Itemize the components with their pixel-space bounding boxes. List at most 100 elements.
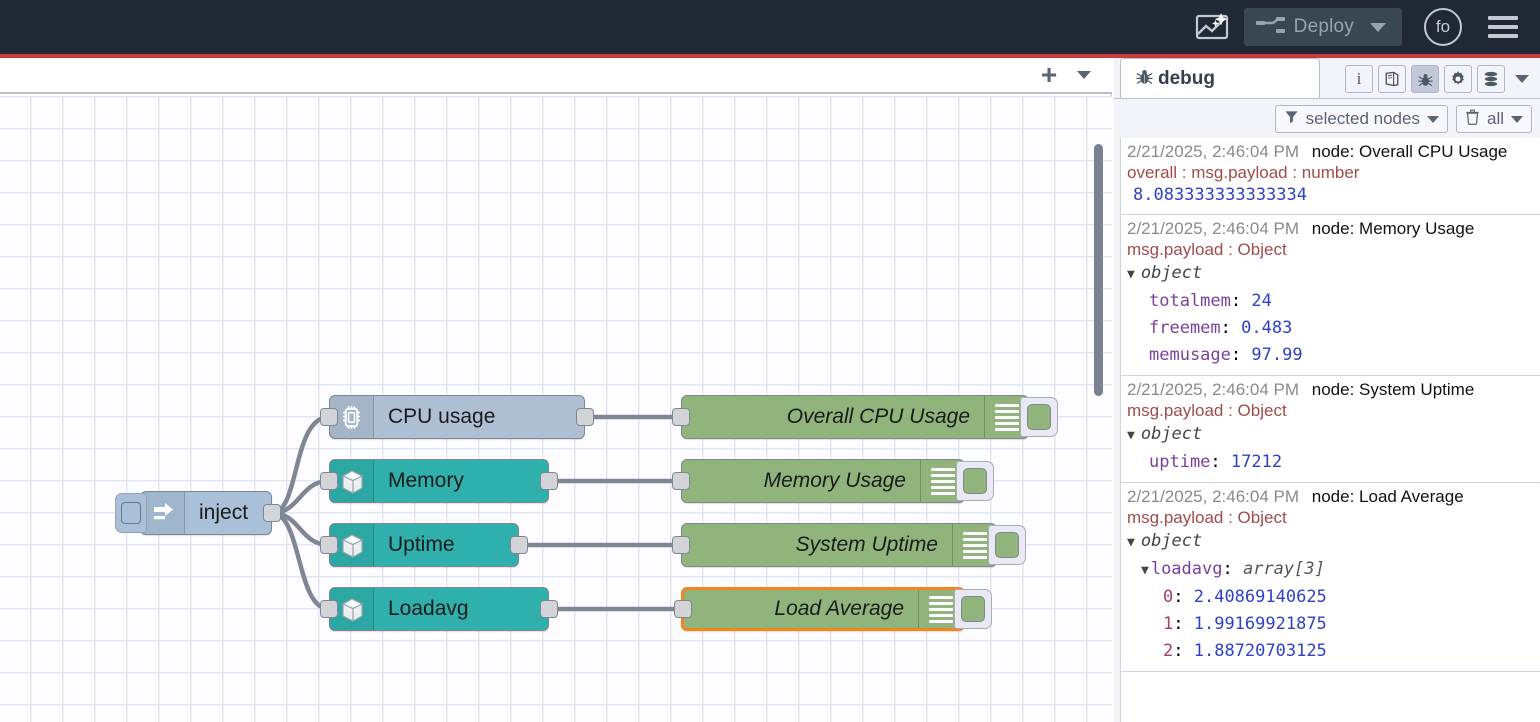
debug-message-source: node: Memory Usage	[1312, 219, 1475, 238]
flow-menu-chevron-down-icon[interactable]	[1070, 62, 1098, 88]
avatar[interactable]: fo	[1424, 8, 1462, 46]
context-stack-icon[interactable]	[1477, 65, 1505, 93]
node-label: Memory	[374, 469, 548, 493]
input-port[interactable]	[320, 472, 338, 490]
trash-icon	[1465, 109, 1480, 130]
output-port[interactable]	[510, 536, 528, 554]
chevron-down-icon[interactable]	[1370, 23, 1386, 32]
array-index: 0	[1163, 587, 1173, 607]
property-key: loadavg	[1151, 559, 1223, 579]
debug-message-header: 2/21/2025, 2:46:04 PM node: Memory Usage	[1127, 218, 1540, 239]
gear-icon[interactable]	[1444, 65, 1472, 93]
debug-message[interactable]: 2/21/2025, 2:46:04 PM node: Load Average…	[1121, 483, 1540, 672]
array-value: 2.40869140625	[1194, 587, 1327, 607]
debug-message[interactable]: 2/21/2025, 2:46:04 PM node: System Uptim…	[1121, 376, 1540, 483]
array-index: 1	[1163, 614, 1173, 634]
node-label: inject	[185, 501, 271, 525]
array-item-row: 0: 2.40869140625	[1127, 584, 1540, 611]
object-root-row[interactable]: ▼object	[1127, 260, 1540, 288]
array-item-row: 1: 1.99169921875	[1127, 611, 1540, 638]
object-root-row[interactable]: ▼object	[1127, 421, 1540, 449]
property-value: 0.483	[1241, 318, 1292, 338]
clear-label: all	[1487, 109, 1504, 129]
inject-trigger-button[interactable]	[115, 493, 147, 533]
debug-message-source: node: System Uptime	[1312, 380, 1475, 399]
sidebar-tab-icons: i	[1345, 65, 1534, 93]
expander-triangle-icon[interactable]: ▼	[1141, 563, 1149, 578]
debug-enable-toggle[interactable]	[956, 461, 994, 501]
debug-icon[interactable]	[1411, 65, 1439, 93]
input-port[interactable]	[672, 536, 690, 554]
array-item-row: 2: 1.88720703125	[1127, 638, 1540, 665]
node-label: Load Average	[684, 597, 918, 621]
flow-canvas[interactable]: inject CPU usage	[0, 96, 1112, 722]
debug-message[interactable]: 2/21/2025, 2:46:04 PM node: Memory Usage…	[1121, 215, 1540, 376]
node-cpu-usage[interactable]: CPU usage	[329, 395, 585, 439]
debug-message-timestamp: 2/21/2025, 2:46:04 PM	[1127, 380, 1299, 399]
debug-message-header: 2/21/2025, 2:46:04 PM node: Load Average	[1127, 486, 1540, 507]
debug-message-timestamp: 2/21/2025, 2:46:04 PM	[1127, 142, 1299, 161]
property-key: freemem	[1149, 318, 1221, 338]
node-memory[interactable]: Memory	[329, 459, 549, 503]
expander-triangle-icon[interactable]: ▼	[1127, 428, 1135, 443]
chevron-down-icon	[1511, 116, 1523, 123]
object-property-row: totalmem: 24	[1127, 288, 1540, 315]
input-port[interactable]	[320, 600, 338, 618]
clear-button[interactable]: all	[1456, 105, 1532, 133]
property-key: totalmem	[1149, 291, 1231, 311]
input-port[interactable]	[672, 472, 690, 490]
output-port[interactable]	[576, 408, 594, 426]
debug-message-source: node: Overall CPU Usage	[1312, 142, 1508, 161]
input-port[interactable]	[672, 408, 690, 426]
input-port[interactable]	[320, 536, 338, 554]
node-label: Memory Usage	[682, 469, 920, 493]
deploy-label: Deploy	[1294, 16, 1354, 38]
debug-enable-toggle[interactable]	[988, 525, 1026, 565]
node-debug-overall-cpu-usage[interactable]: Overall CPU Usage	[681, 395, 1029, 439]
deploy-icon	[1256, 15, 1286, 39]
debug-enable-toggle[interactable]	[954, 589, 992, 629]
output-port[interactable]	[540, 472, 558, 490]
node-label: Loadavg	[374, 597, 548, 621]
sidebar-more-chevron-down-icon[interactable]	[1510, 65, 1534, 93]
property-type: array[3]	[1243, 559, 1325, 579]
input-port[interactable]	[320, 408, 338, 426]
output-port[interactable]	[263, 504, 281, 522]
filter-nodes-button[interactable]: selected nodes	[1275, 105, 1448, 133]
node-label: System Uptime	[682, 533, 952, 557]
node-label: Overall CPU Usage	[682, 405, 984, 429]
debug-enable-toggle[interactable]	[1020, 397, 1058, 437]
library-icon[interactable]	[1378, 65, 1406, 93]
node-inject[interactable]: inject	[140, 491, 272, 535]
array-property-row[interactable]: ▼loadavg: array[3]	[1127, 556, 1540, 584]
info-icon[interactable]: i	[1345, 65, 1373, 93]
object-root-label: object	[1137, 531, 1202, 551]
expander-triangle-icon[interactable]: ▼	[1127, 535, 1135, 550]
property-value: 24	[1251, 291, 1271, 311]
node-debug-memory-usage[interactable]: Memory Usage	[681, 459, 965, 503]
canvas-vertical-scrollbar[interactable]	[1094, 144, 1103, 396]
node-debug-load-average[interactable]: Load Average	[681, 587, 965, 631]
input-port[interactable]	[674, 600, 692, 618]
debug-message-list[interactable]: 2/21/2025, 2:46:04 PM node: Overall CPU …	[1120, 138, 1540, 722]
add-flow-button[interactable]	[1034, 62, 1064, 88]
object-root-row[interactable]: ▼object	[1127, 528, 1540, 556]
hamburger-menu-icon[interactable]	[1488, 11, 1518, 43]
tab-debug[interactable]: debug	[1120, 58, 1320, 98]
expander-triangle-icon[interactable]: ▼	[1127, 267, 1135, 282]
node-loadavg[interactable]: Loadavg	[329, 587, 549, 631]
debug-message-topic: msg.payload : Object	[1127, 507, 1540, 528]
debug-message-header: 2/21/2025, 2:46:04 PM node: Overall CPU …	[1127, 141, 1540, 162]
property-value: 17212	[1231, 452, 1282, 472]
array-value: 1.99169921875	[1194, 614, 1327, 634]
node-debug-system-uptime[interactable]: System Uptime	[681, 523, 997, 567]
node-uptime[interactable]: Uptime	[329, 523, 519, 567]
debug-message-source: node: Load Average	[1312, 487, 1464, 506]
object-property-row: memusage: 97.99	[1127, 342, 1540, 369]
deploy-button[interactable]: Deploy	[1244, 8, 1402, 46]
chevron-down-icon	[1427, 116, 1439, 123]
flow-assist-icon[interactable]	[1192, 7, 1232, 47]
debug-message[interactable]: 2/21/2025, 2:46:04 PM node: Overall CPU …	[1121, 138, 1540, 215]
output-port[interactable]	[540, 600, 558, 618]
node-label: Uptime	[374, 533, 518, 557]
